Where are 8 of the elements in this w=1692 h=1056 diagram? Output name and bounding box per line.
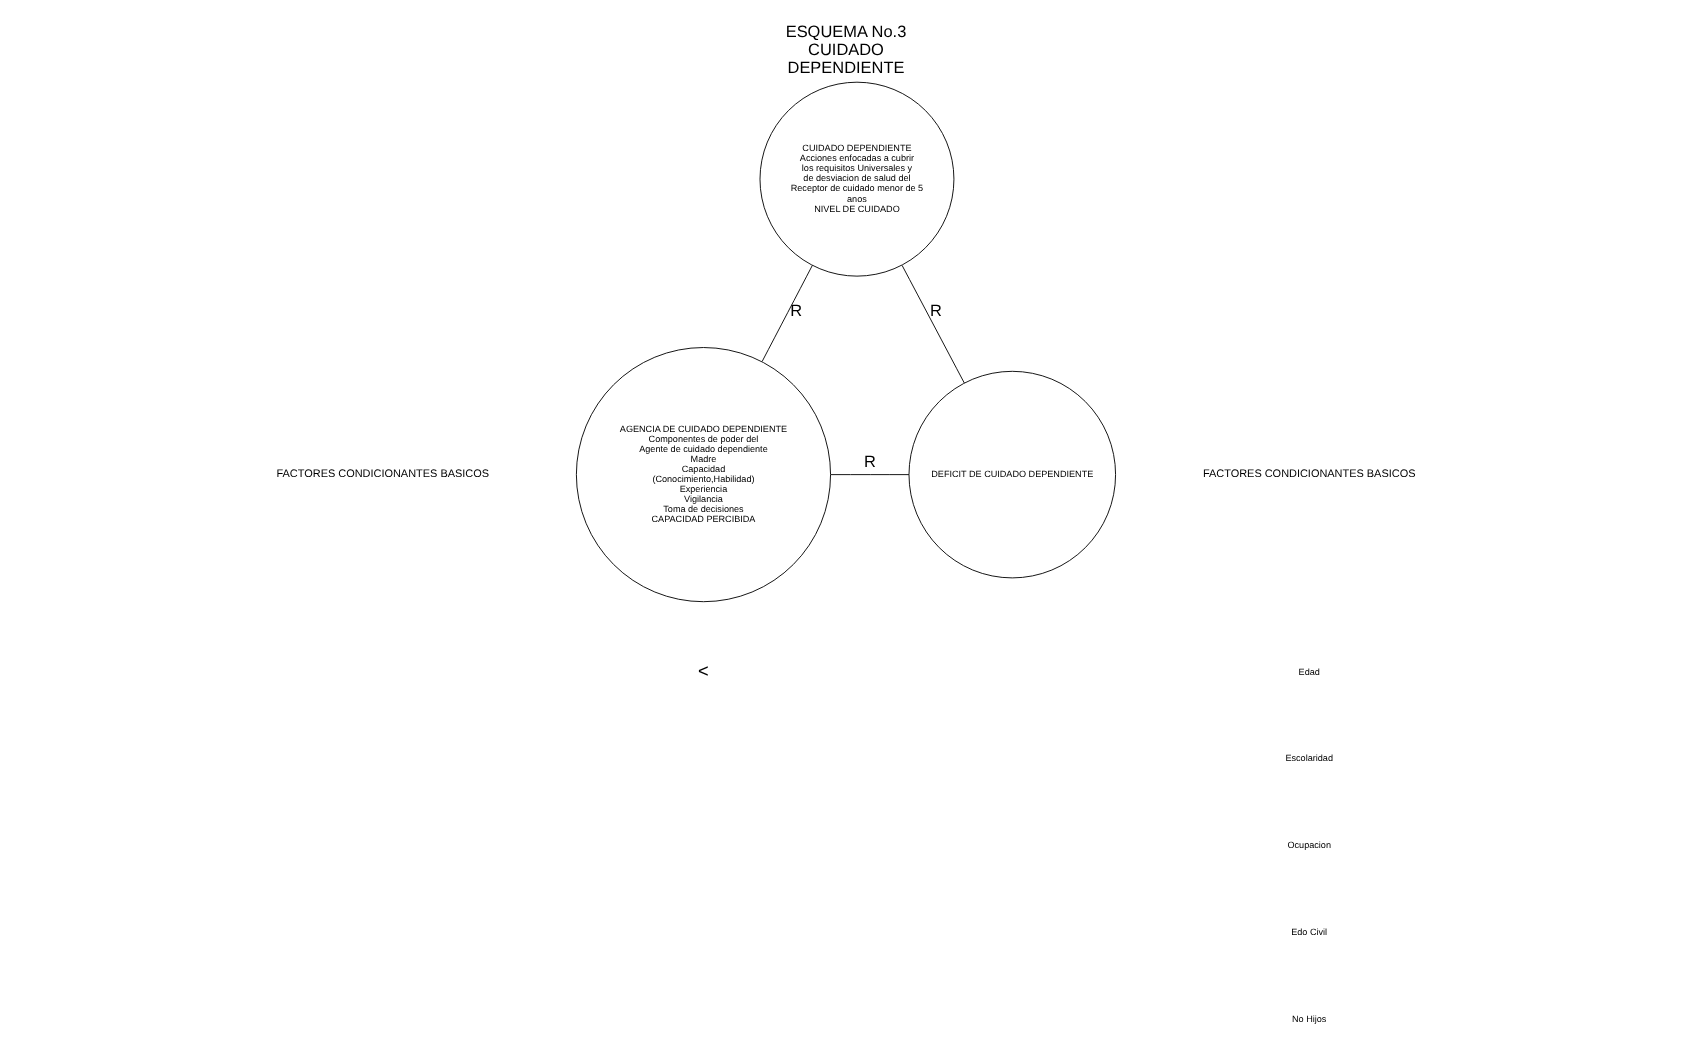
diagram-title: ESQUEMA No.3 CUIDADO DEPENDIENTE	[785, 22, 907, 78]
edge-label: R	[863, 452, 876, 471]
label: <	[698, 660, 709, 681]
connector	[901, 264, 965, 384]
connector	[761, 264, 813, 362]
edge-label: R	[930, 301, 942, 320]
connector	[830, 474, 910, 476]
edge-label: R	[790, 301, 803, 320]
